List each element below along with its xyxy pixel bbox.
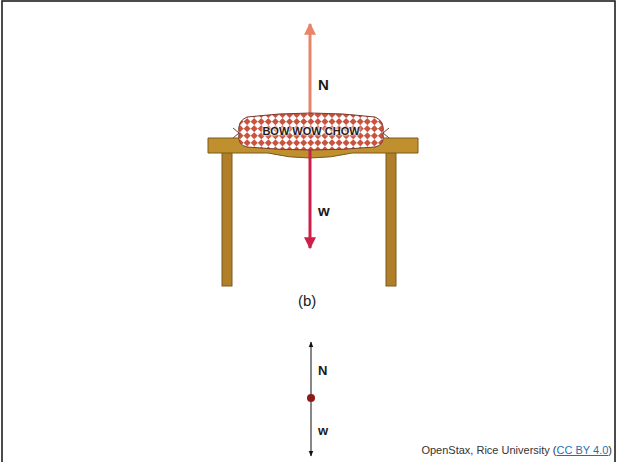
- table-leg: [222, 150, 232, 286]
- brand-text: BOW WOW CHOW: [262, 125, 359, 137]
- force-label: N: [318, 364, 327, 377]
- point-mass: [307, 394, 315, 402]
- license-link: CC BY 4.0: [557, 444, 609, 456]
- force-label: N: [318, 77, 329, 92]
- normal-force-arrow: [309, 24, 312, 114]
- force-label: w: [318, 203, 330, 218]
- fbd-weight-arrow: [311, 402, 312, 456]
- food-bag: BOW WOW CHOW: [233, 111, 389, 151]
- credit-line: OpenStax, Rice University (CC BY 4.0): [421, 444, 612, 456]
- force-label: w: [318, 424, 328, 437]
- table-leg: [386, 150, 396, 286]
- weight-arrow: [309, 150, 312, 248]
- fbd-normal-arrow: [311, 342, 312, 395]
- credit-text: OpenStax, Rice University (: [421, 444, 556, 456]
- panel-label: (b): [298, 293, 316, 308]
- credit-text: ): [608, 444, 612, 456]
